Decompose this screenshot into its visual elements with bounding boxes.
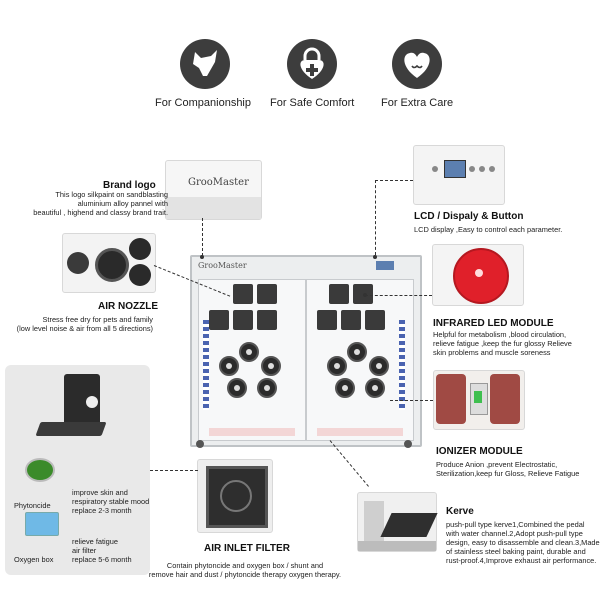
phytoncide-desc: improve skin and respiratory stable mood… bbox=[72, 488, 150, 515]
leader-kerve bbox=[329, 440, 369, 487]
ionizer-desc: Produce Anion ,prevent Electrostatic, St… bbox=[436, 460, 580, 478]
cabinet-lcd bbox=[376, 261, 394, 270]
oxygen-box-label: Oxygen box bbox=[14, 555, 54, 564]
phytoncide-image bbox=[25, 458, 55, 482]
infrared-led-image bbox=[432, 244, 524, 306]
lcd-title: LCD / Dispaly & Button bbox=[414, 211, 524, 222]
ionizer-title: IONIZER MODULE bbox=[436, 446, 523, 457]
brand-logo-image: GrooMaster bbox=[165, 160, 262, 220]
medical-cross-lock-icon bbox=[287, 39, 337, 89]
kerve-image bbox=[357, 492, 438, 552]
ionizer-module-image bbox=[433, 370, 525, 430]
right-door[interactable] bbox=[306, 279, 414, 441]
leader-infrared bbox=[365, 295, 432, 296]
leader-air-inlet bbox=[150, 470, 198, 471]
grooming-dryer-cabinet: GrooMaster bbox=[190, 255, 422, 447]
air-inlet-filter-image bbox=[197, 459, 273, 533]
lcd-desc: LCD display ,Easy to control each parame… bbox=[414, 225, 563, 234]
air-inlet-desc: Contain phytoncide and oxygen box / shun… bbox=[148, 561, 342, 579]
extra-care-label: For Extra Care bbox=[381, 97, 454, 109]
leader-lcd bbox=[375, 180, 376, 255]
filter-box-image bbox=[30, 370, 110, 445]
kerve-desc: push-pull type kerve1,Combined the pedal… bbox=[446, 520, 600, 565]
cabinet-wheel-left bbox=[196, 440, 204, 448]
oxygen-box-image bbox=[25, 512, 59, 536]
leader-brand bbox=[202, 218, 203, 256]
brand-logo-text: GrooMaster bbox=[188, 177, 249, 188]
companionship-label: For Companionship bbox=[155, 97, 251, 109]
air-nozzle-desc: Stress free dry for pets and family (low… bbox=[16, 315, 153, 333]
oxygen-box-desc: relieve fatigue air filter replace 5-6 m… bbox=[72, 537, 132, 564]
infrared-title: INFRARED LED MODULE bbox=[433, 318, 554, 329]
brand-logo-desc: This logo silkpaint on sandblasting alum… bbox=[33, 190, 168, 217]
kerve-title: Kerve bbox=[446, 506, 474, 517]
leader-ionizer bbox=[390, 400, 433, 401]
air-inlet-title: AIR INLET FILTER bbox=[204, 543, 290, 554]
cabinet-logo-text: GrooMaster bbox=[198, 261, 247, 270]
phytoncide-label: Phytoncide bbox=[14, 501, 51, 510]
cabinet-wheel-right bbox=[404, 440, 412, 448]
heart-cat-icon bbox=[392, 39, 442, 89]
dog-head-icon bbox=[180, 39, 230, 89]
air-nozzle-image bbox=[62, 233, 156, 293]
infrared-desc: Helpful for metabolism ,blood circulatio… bbox=[433, 330, 572, 357]
lcd-display-image bbox=[413, 145, 505, 205]
brand-logo-title: Brand logo bbox=[103, 180, 156, 191]
air-nozzle-title: AIR NOZZLE bbox=[98, 301, 158, 312]
left-door[interactable] bbox=[198, 279, 306, 441]
safe-comfort-label: For Safe Comfort bbox=[270, 97, 355, 109]
